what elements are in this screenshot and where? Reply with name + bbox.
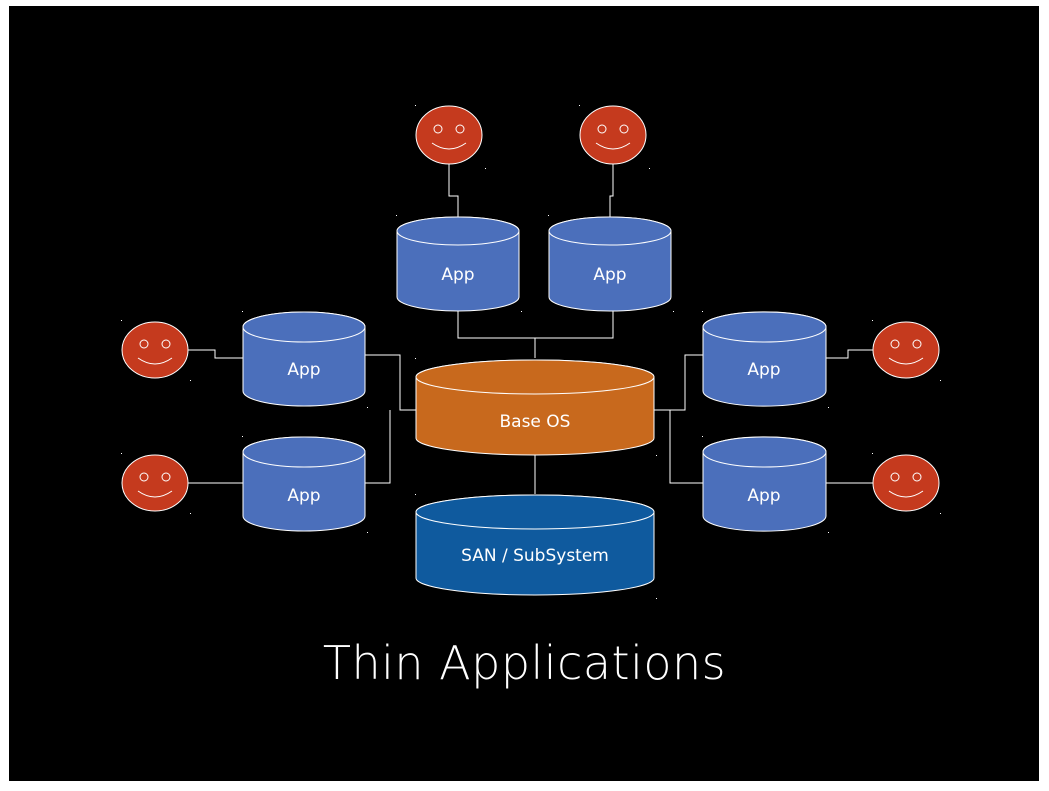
app-cylinder-top-right-cap: [548, 216, 672, 246]
app-cylinder-mid-left-cap: [242, 311, 366, 343]
connector-left-apps-to-os: [365, 354, 416, 411]
connector-user-top-left: [448, 160, 459, 223]
app-label: App: [747, 360, 780, 380]
app-cylinder-low-right-cap: [702, 436, 827, 468]
connector-right-low-app-to-os: [669, 410, 703, 484]
app-label: App: [747, 486, 780, 506]
user-low-left: [121, 454, 189, 512]
connector-user-mid-right: [826, 349, 873, 359]
app-top-right: App: [548, 216, 672, 312]
app-cylinder-mid-right-cap: [702, 311, 827, 343]
app-label: App: [287, 486, 320, 506]
connector-user-top-right: [609, 160, 614, 223]
smiley-face-icon: [872, 454, 940, 512]
connector-left-low-app-to-os: [365, 410, 391, 484]
app-label: App: [441, 265, 474, 285]
smiley-face-icon: [415, 105, 483, 165]
san-cylinder-cap: [415, 494, 655, 530]
app-low-left: App: [242, 436, 366, 532]
app-label: App: [287, 360, 320, 380]
connector-user-mid-left: [187, 349, 243, 359]
user-top-right: [579, 105, 647, 165]
app-mid-left: App: [242, 311, 366, 407]
san-subsystem: SAN / SubSystem: [415, 494, 655, 596]
base-os-cylinder-cap: [415, 359, 655, 395]
user-top-left: [415, 105, 483, 165]
san-label: SAN / SubSystem: [461, 546, 609, 566]
connectors: [187, 160, 873, 494]
user-mid-right: [872, 321, 940, 379]
app-top-left: App: [396, 216, 520, 312]
selection-ticks: [121, 105, 941, 599]
smiley-face-icon: [579, 105, 647, 165]
app-mid-right: App: [702, 311, 827, 407]
smiley-face-icon: [121, 321, 189, 379]
app-label: App: [593, 265, 626, 285]
user-mid-left: [121, 321, 189, 379]
user-low-right: [872, 454, 940, 512]
smiley-face-icon: [872, 321, 940, 379]
smiley-face-icon: [121, 454, 189, 512]
app-cylinder-top-left-cap: [396, 216, 520, 246]
app-low-right: App: [702, 436, 827, 532]
slide-title: Thin Applications: [322, 636, 727, 690]
base-os-label: Base OS: [500, 412, 571, 432]
connector-right-apps-to-os: [654, 354, 703, 411]
base-os: Base OS: [415, 359, 655, 456]
app-cylinder-low-left-cap: [242, 436, 366, 468]
